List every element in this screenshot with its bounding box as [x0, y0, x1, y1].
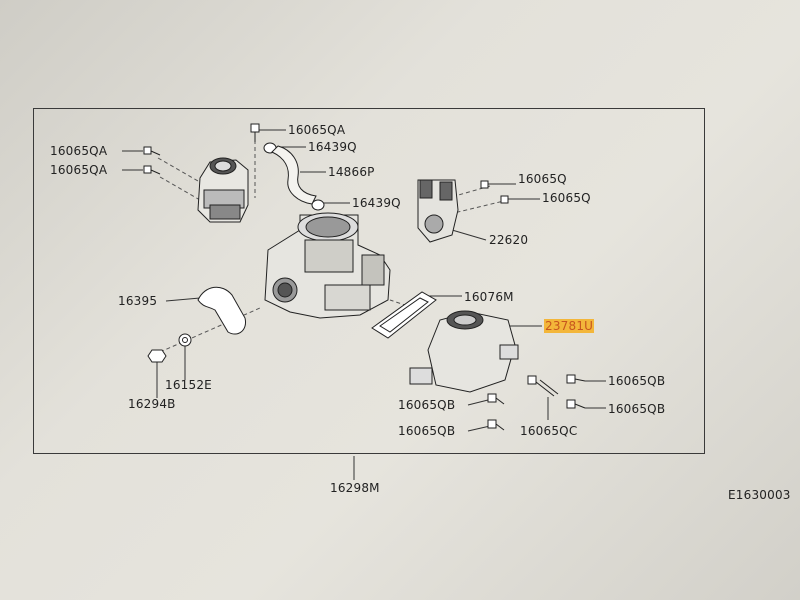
- bracket-16395: [197, 286, 247, 335]
- bolt-16065QA-left2: [143, 165, 161, 175]
- hose-14866P: [271, 145, 317, 205]
- label-16065QA-top: 16065QA: [288, 123, 346, 137]
- label-16065QB-r1: 16065QB: [608, 374, 666, 388]
- label-16152E: 16152E: [165, 378, 212, 392]
- label-23781U-highlighted: 23781U: [544, 319, 595, 333]
- label-16439Q-mid: 16439Q: [352, 196, 401, 210]
- bolt-16065QB-l2: [487, 419, 505, 431]
- label-16065QA-left1: 16065QA: [50, 144, 108, 158]
- bolt-16065QB-r2: [566, 399, 586, 409]
- bolt-16065QB-r1: [566, 374, 586, 384]
- label-16065QB-l2: 16065QB: [398, 424, 456, 438]
- label-16065QC: 16065QC: [520, 424, 578, 438]
- nut-16294B: [147, 349, 167, 363]
- diagram-frame: [33, 108, 705, 454]
- bolt-16065QA-top: [250, 123, 260, 142]
- bolt-16065Q-1: [480, 180, 489, 189]
- label-16065QB-r2: 16065QB: [608, 402, 666, 416]
- idle-air-valve-23781U: [409, 310, 519, 393]
- label-16395: 16395: [118, 294, 158, 308]
- washer-16152E: [178, 333, 192, 347]
- label-16294B: 16294B: [128, 397, 176, 411]
- bolt-16065QA-left1: [143, 146, 161, 156]
- sensor-22620: [417, 179, 459, 243]
- throttle-position-sensor: [197, 157, 249, 223]
- bolt-16065QC: [527, 375, 559, 397]
- label-16076M: 16076M: [464, 290, 514, 304]
- label-16065QB-l1: 16065QB: [398, 398, 456, 412]
- bolt-16065Q-2: [500, 195, 509, 204]
- label-16439Q-top: 16439Q: [308, 140, 357, 154]
- label-14866P: 14866P: [328, 165, 375, 179]
- throttle-body: [264, 212, 391, 319]
- assembly-label-16298M: 16298M: [330, 481, 380, 495]
- figure-code: E1630003: [728, 488, 791, 502]
- label-16065QA-left2: 16065QA: [50, 163, 108, 177]
- bolt-16065QB-l1: [487, 393, 505, 405]
- gasket-16076M: [371, 291, 437, 339]
- label-22620: 22620: [489, 233, 529, 247]
- label-16065Q-1: 16065Q: [518, 172, 567, 186]
- clamp-16439Q-mid: [311, 199, 325, 211]
- label-16065Q-2: 16065Q: [542, 191, 591, 205]
